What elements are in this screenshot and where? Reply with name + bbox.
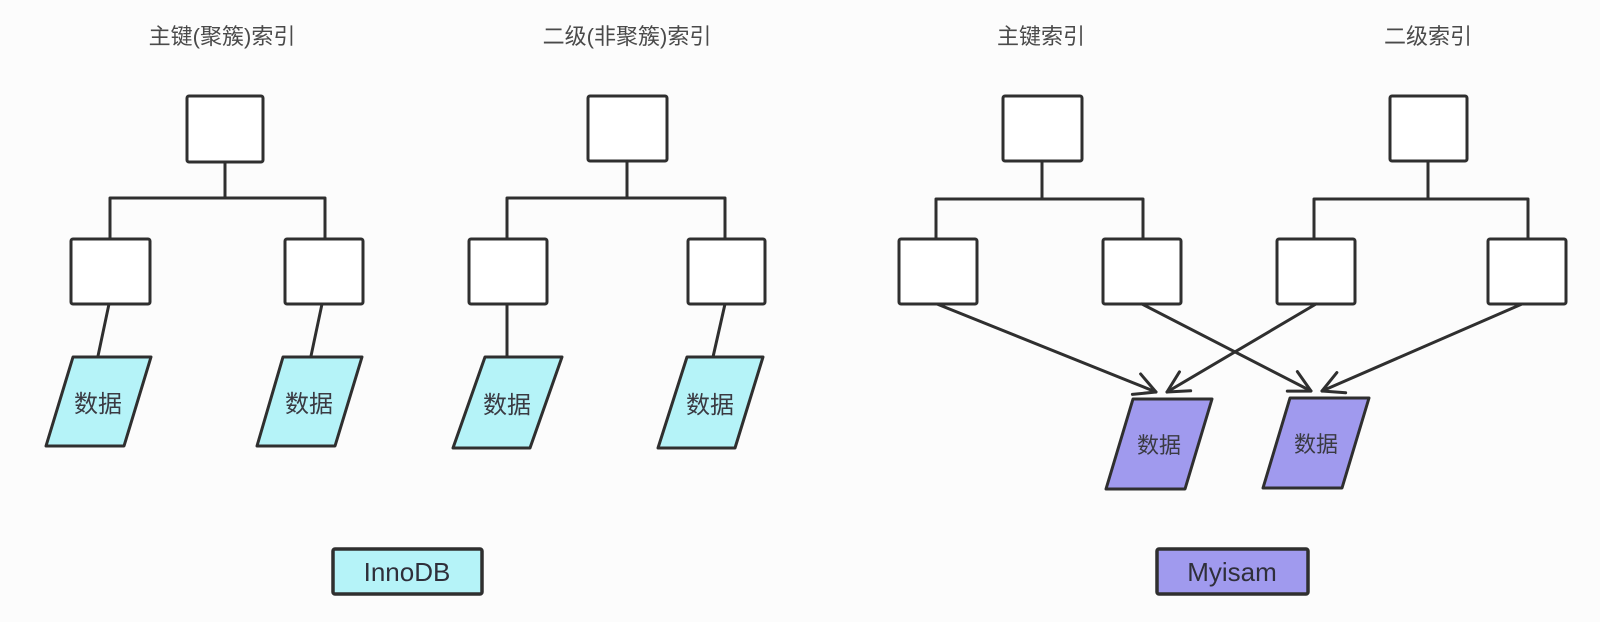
arrow-primary-left-to-data <box>935 302 1158 396</box>
legend-innodb: InnoDB <box>331 547 484 596</box>
root-node <box>1001 94 1084 163</box>
legend-box <box>1155 547 1310 596</box>
legend-box <box>331 547 484 596</box>
legend-label: Myisam <box>1187 557 1277 587</box>
tree-title: 二级(非聚簇)索引 <box>543 24 712 49</box>
root-node <box>586 94 669 163</box>
data-node <box>656 355 765 450</box>
data-node <box>1104 397 1214 491</box>
tree-title: 主键索引 <box>997 24 1085 49</box>
data-node-label: 数据 <box>285 391 333 418</box>
data-node-label: 数据 <box>1294 432 1338 457</box>
data-node-label: 数据 <box>483 392 531 419</box>
arrow-primary-right-to-data <box>1140 302 1313 393</box>
data-node <box>44 355 153 448</box>
tree-title: 主键(聚簇)索引 <box>149 24 296 49</box>
child-node-left <box>897 237 979 306</box>
root-node <box>1388 94 1469 163</box>
child-node-right <box>686 237 767 306</box>
data-node-label: 数据 <box>686 392 734 419</box>
legend-label: InnoDB <box>364 557 451 587</box>
leaf-connector-right <box>711 302 727 359</box>
tree-innodb-secondary: 二级(非聚簇)索引 数据 数据 <box>451 24 767 450</box>
tree-innodb-primary: 主键(聚簇)索引 数据 数据 <box>44 24 365 448</box>
tree-myisam-secondary: 二级索引 <box>1165 24 1568 395</box>
myisam-shared-data-nodes: 数据 数据 <box>1104 396 1371 491</box>
data-node-label: 数据 <box>74 391 122 418</box>
data-node <box>451 355 564 450</box>
child-node-right <box>283 237 365 306</box>
legend-myisam: Myisam <box>1155 547 1310 596</box>
tree-myisam-primary: 主键索引 <box>897 24 1313 396</box>
root-node <box>185 94 265 164</box>
leaf-connector-right <box>309 302 324 358</box>
tree-connector <box>108 160 327 241</box>
child-node-left <box>1275 237 1357 306</box>
tree-connector <box>934 159 1145 241</box>
child-node-left <box>69 237 152 306</box>
leaf-connector-left <box>96 302 111 358</box>
arrow-secondary-right-to-data <box>1320 302 1524 395</box>
data-node-label: 数据 <box>1137 433 1181 458</box>
child-node-right <box>1486 237 1568 306</box>
data-node <box>255 355 364 448</box>
data-node <box>1261 396 1371 490</box>
arrow-secondary-left-to-data <box>1165 302 1318 394</box>
tree-connector <box>1312 159 1530 241</box>
child-node-left <box>467 237 549 306</box>
tree-connector <box>505 159 727 241</box>
child-node-right <box>1101 237 1183 306</box>
tree-title: 二级索引 <box>1384 24 1472 49</box>
